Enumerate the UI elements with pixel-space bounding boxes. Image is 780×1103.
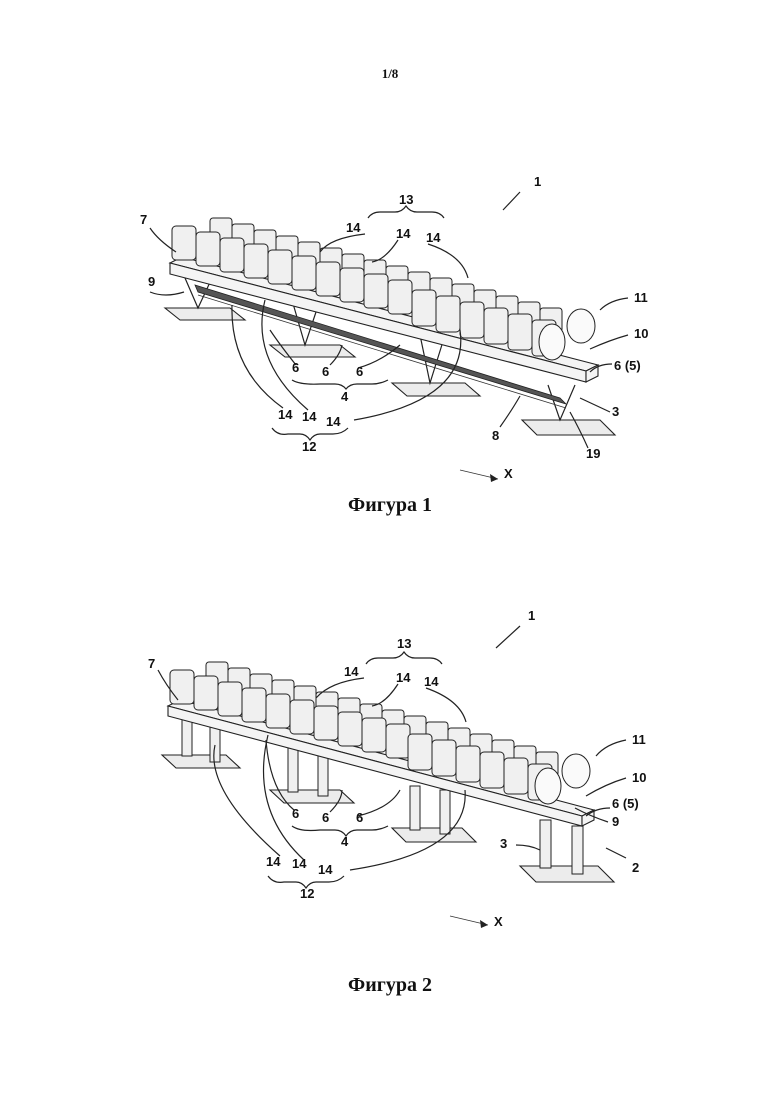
- fig2-label-6-5: 6 (5): [612, 796, 639, 811]
- fig1-label-3: 3: [612, 404, 619, 419]
- fig1-label-19: 19: [586, 446, 600, 461]
- fig1-label-14d: 14: [278, 407, 293, 422]
- fig1-label-6a: 6: [292, 360, 299, 375]
- fig2-label-4: 4: [341, 834, 349, 849]
- figure-2-front-row-cylinders: [170, 670, 561, 804]
- fig2-label-10: 10: [632, 770, 646, 785]
- fig1-label-10: 10: [634, 326, 648, 341]
- fig1-label-9: 9: [148, 274, 155, 289]
- fig2-label-11: 11: [632, 732, 646, 747]
- fig2-label-14f: 14: [318, 862, 333, 877]
- fig1-label-6-5: 6 (5): [614, 358, 641, 373]
- fig2-label-9: 9: [612, 814, 619, 829]
- fig2-label-x: X: [494, 914, 503, 929]
- fig2-label-6a: 6: [292, 806, 299, 821]
- fig2-label-6b: 6: [322, 810, 329, 825]
- fig1-label-1: 1: [534, 174, 541, 189]
- fig2-label-12: 12: [300, 886, 314, 901]
- fig2-label-3: 3: [500, 836, 507, 851]
- fig2-label-14d: 14: [266, 854, 281, 869]
- figure-1-caption: Фигура 1: [0, 494, 780, 517]
- fig2-label-14e: 14: [292, 856, 307, 871]
- fig2-label-1: 1: [528, 608, 535, 623]
- figure-2-drawing: 1 13 7 14 14 14 11 10 6 (5) 6 6 6 9 4 3 …: [148, 608, 646, 929]
- fig2-label-2: 2: [632, 860, 639, 875]
- fig1-label-4: 4: [341, 389, 349, 404]
- fig1-label-6c: 6: [356, 364, 363, 379]
- fig1-label-7: 7: [140, 212, 147, 227]
- fig1-label-14f: 14: [326, 414, 341, 429]
- fig1-label-14b: 14: [396, 226, 411, 241]
- fig1-label-8: 8: [492, 428, 499, 443]
- fig1-label-14a: 14: [346, 220, 361, 235]
- fig1-label-x: X: [504, 466, 513, 481]
- fig1-label-6b: 6: [322, 364, 329, 379]
- fig1-label-13: 13: [399, 192, 413, 207]
- fig2-label-13: 13: [397, 636, 411, 651]
- fig2-label-6c: 6: [356, 810, 363, 825]
- fig1-label-12: 12: [302, 439, 316, 454]
- fig2-label-14c: 14: [424, 674, 439, 689]
- figure-2-caption: Фигура 2: [0, 974, 780, 997]
- figure-1-drawing: 1 13 7 14 14 14 9 11 10 6 (5) 6 6 6 4 3 …: [140, 174, 648, 482]
- fig1-label-14c: 14: [426, 230, 441, 245]
- fig2-label-14a: 14: [344, 664, 359, 679]
- fig2-label-14b: 14: [396, 670, 411, 685]
- fig1-label-11: 11: [634, 290, 648, 305]
- fig1-label-14e: 14: [302, 409, 317, 424]
- fig2-label-7: 7: [148, 656, 155, 671]
